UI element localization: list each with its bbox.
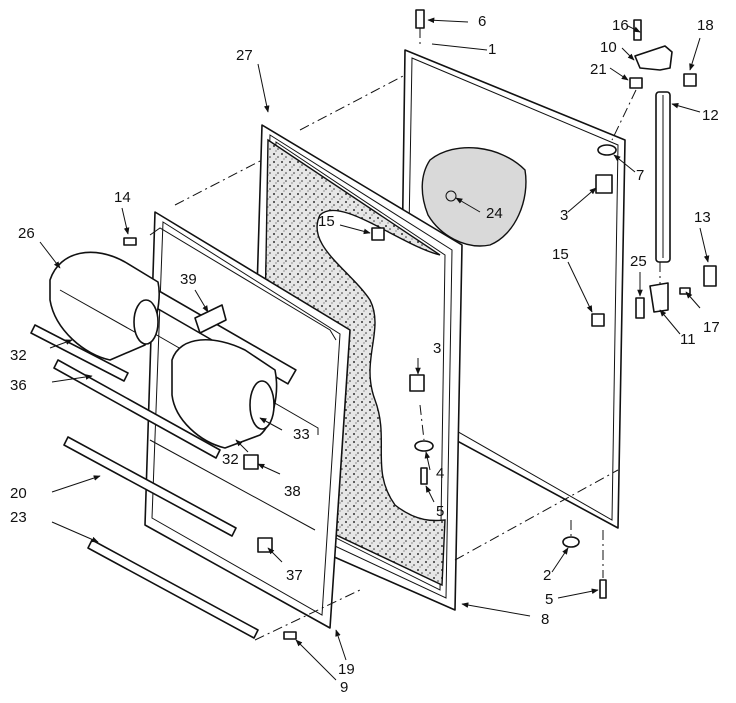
callout-21: 21 [590, 61, 607, 78]
assembly-lines [174, 28, 661, 641]
trim-strips [30, 324, 259, 639]
callout-3-lower: 3 [433, 340, 442, 357]
callout-3-upper: 3 [560, 207, 569, 224]
callout-7: 7 [636, 167, 645, 184]
callout-1: 1 [488, 41, 497, 58]
callout-4: 4 [436, 465, 445, 482]
callout-36: 36 [10, 377, 27, 394]
callout-5-bottom: 5 [545, 591, 554, 608]
callout-37: 37 [286, 567, 303, 584]
callout-18: 18 [697, 17, 714, 34]
callout-5-center: 5 [436, 503, 445, 520]
screw-6 [415, 9, 425, 29]
callout-8: 8 [541, 611, 550, 628]
callout-6: 6 [478, 13, 487, 30]
lower-hinge-parts [635, 265, 717, 319]
hinge-blocks-3 [409, 174, 613, 392]
fasteners [123, 227, 607, 640]
callout-19: 19 [338, 661, 355, 678]
upper-hinge-10 [629, 45, 697, 89]
callout-39: 39 [180, 271, 197, 288]
callout-25: 25 [630, 253, 647, 270]
callout-13: 13 [694, 209, 711, 226]
callout-16: 16 [612, 17, 629, 34]
callout-9: 9 [340, 679, 349, 696]
callout-33: 33 [293, 426, 310, 443]
callout-32-lower: 32 [222, 451, 239, 468]
door-stop-39 [194, 304, 227, 334]
callout-38: 38 [284, 483, 301, 500]
upper-shelf-bin-26 [49, 251, 160, 361]
callout-32-upper: 32 [10, 347, 27, 364]
callout-15-right: 15 [552, 246, 569, 263]
callout-27: 27 [236, 47, 253, 64]
callout-17: 17 [703, 319, 720, 336]
middle-shelf-bin-33 [171, 339, 278, 449]
leader-arrows [39, 17, 710, 681]
handle-bar-12 [655, 91, 671, 263]
callout-23: 23 [10, 509, 27, 526]
callout-15-center: 15 [318, 213, 335, 230]
callout-24: 24 [486, 205, 503, 222]
bin-clips [243, 454, 273, 553]
callout-12: 12 [702, 107, 719, 124]
hinge-bushing-7 [597, 144, 617, 156]
callout-11: 11 [680, 331, 696, 348]
callout-14: 14 [114, 189, 131, 206]
callout-10: 10 [600, 39, 617, 56]
callout-2: 2 [543, 567, 552, 584]
callout-20: 20 [10, 485, 27, 502]
callout-26: 26 [18, 225, 35, 242]
